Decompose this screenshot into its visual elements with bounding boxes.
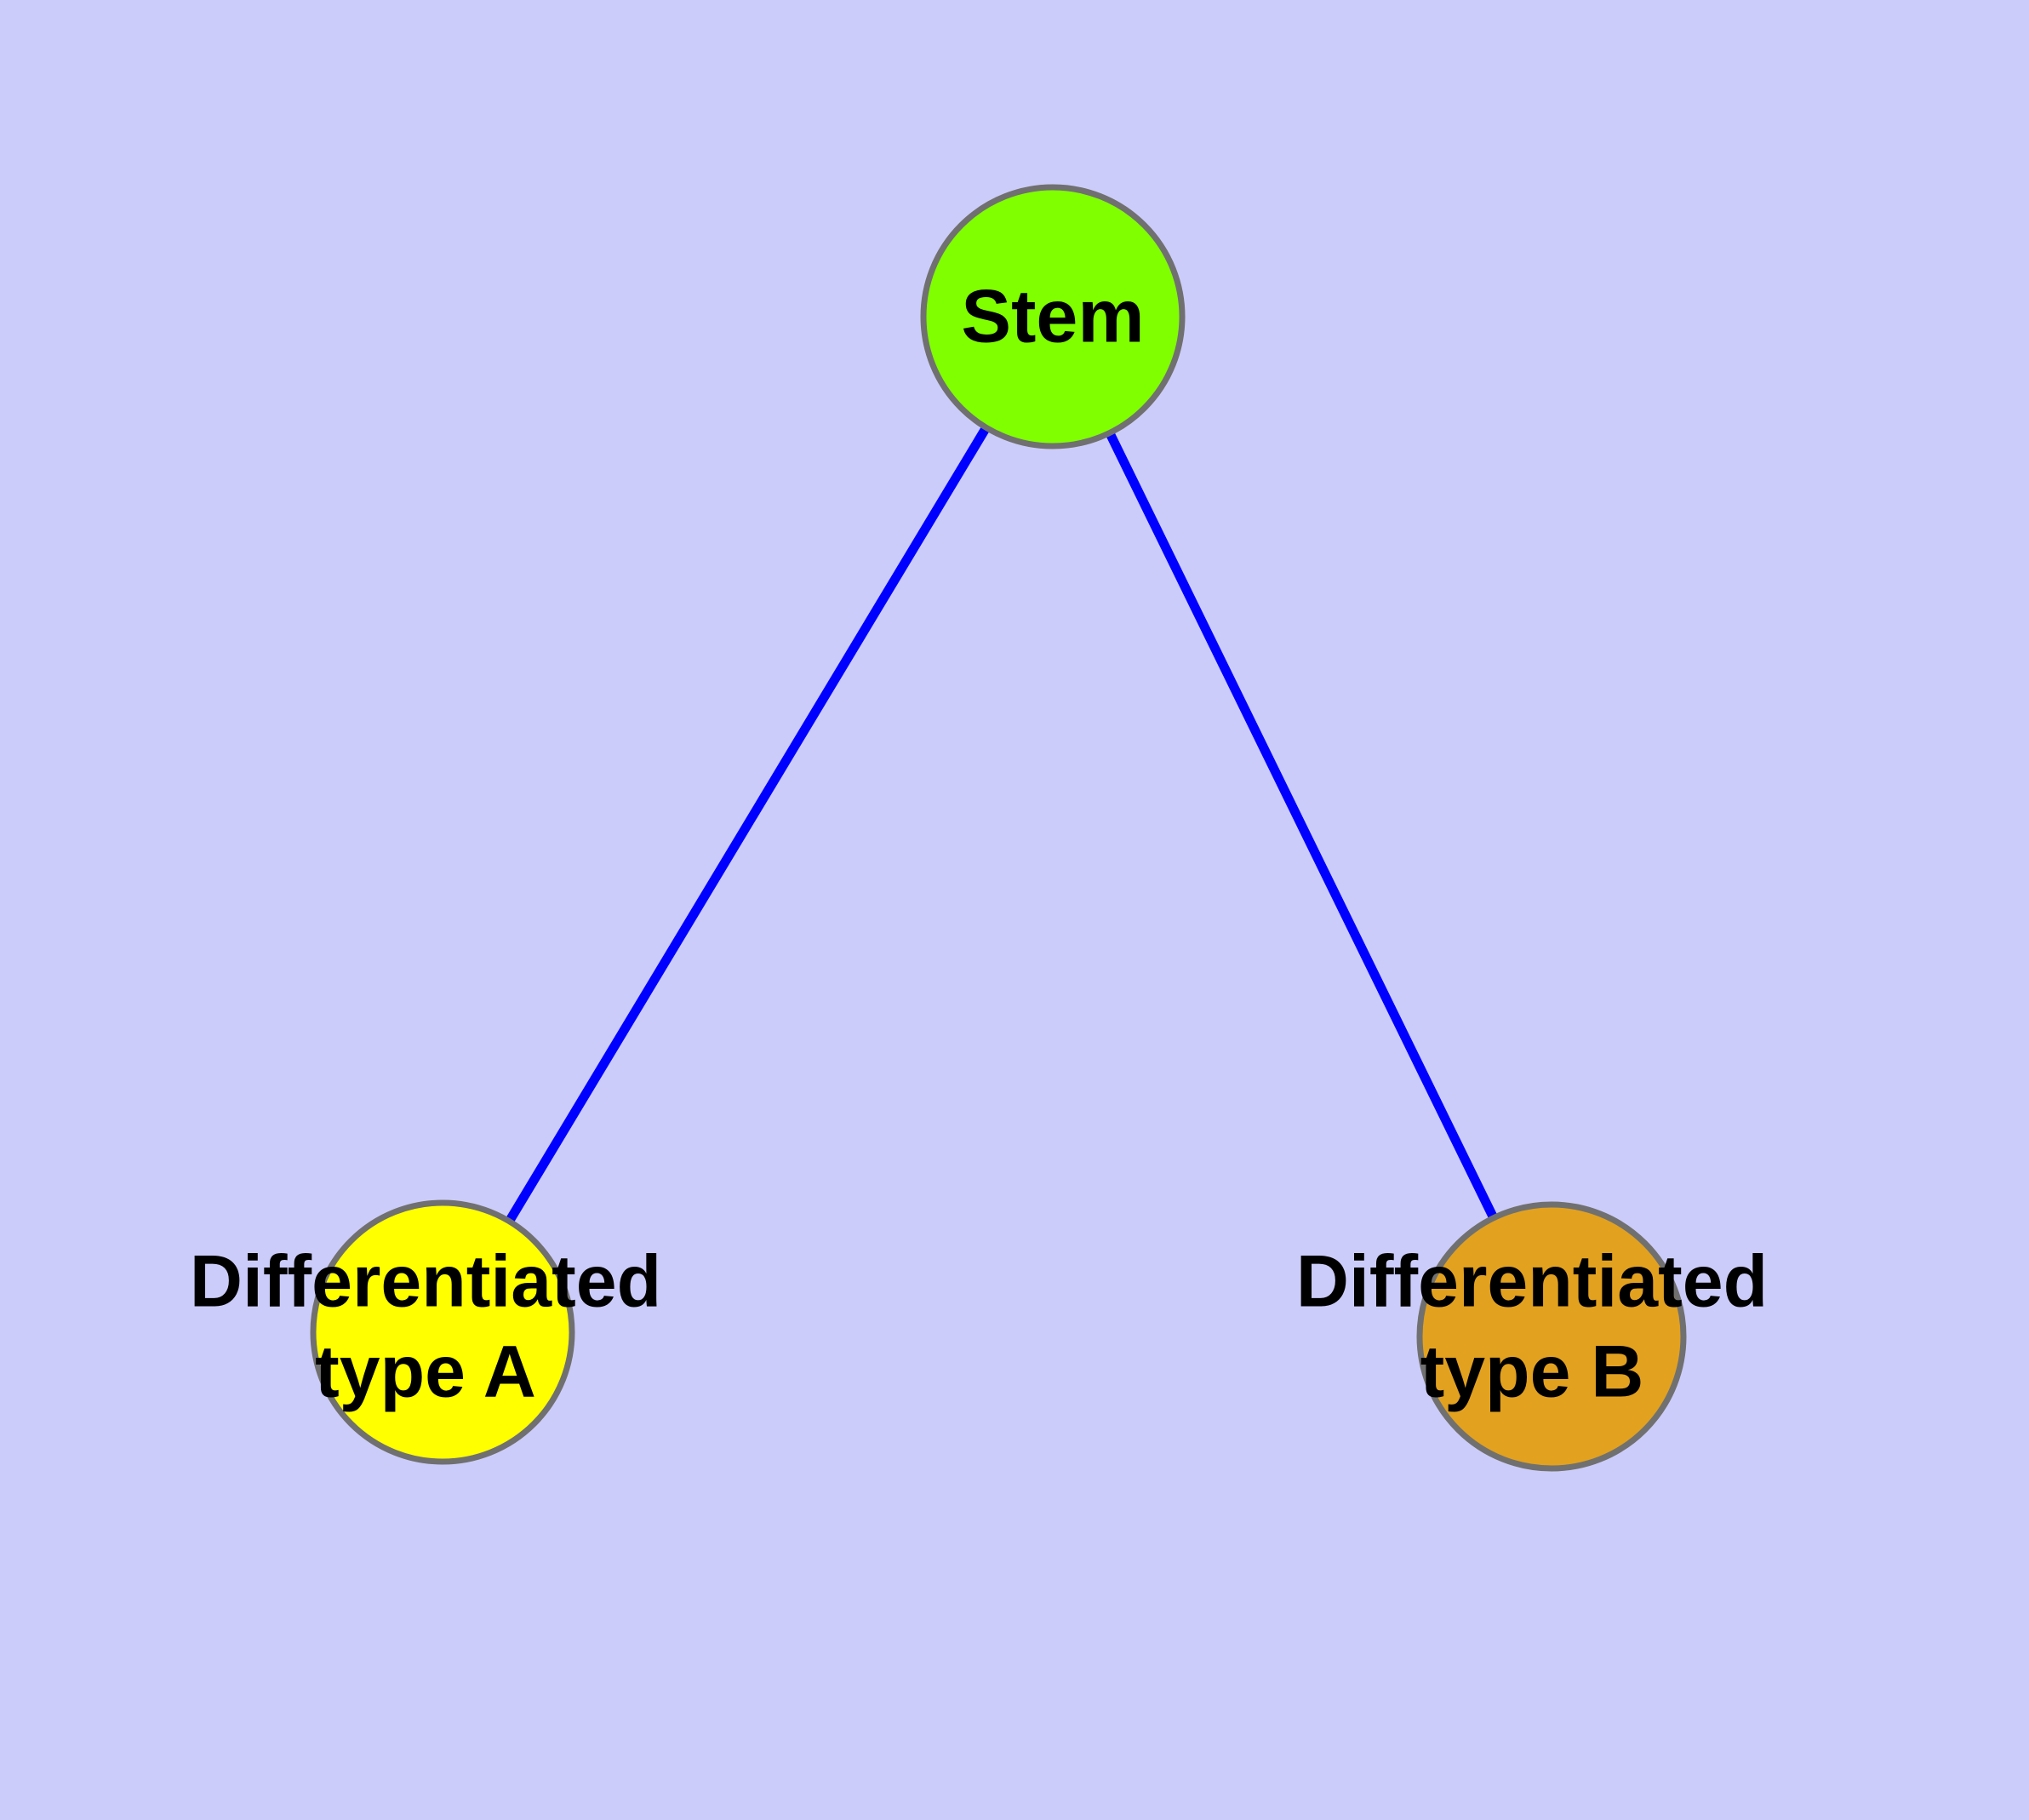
edge-layer	[504, 423, 1499, 1226]
node-label-differentiated-type-b-line1: Differentiated	[1296, 1241, 1768, 1323]
node-differentiated-type-a[interactable]	[310, 1199, 575, 1465]
node-circle-differentiated-type-b[interactable]	[1416, 1201, 1687, 1472]
node-circle-stem[interactable]	[920, 184, 1186, 449]
node-circle-differentiated-type-a[interactable]	[310, 1199, 575, 1465]
node-differentiated-type-b[interactable]	[1416, 1201, 1687, 1472]
node-label-differentiated-type-a-line1: Differentiated	[190, 1241, 661, 1323]
edge-stem-to-differentiated-type-a[interactable]	[504, 423, 992, 1226]
node-layer: Stem Differentiated type A Differentiate…	[190, 184, 1768, 1472]
edge-stem-to-differentiated-type-b[interactable]	[1104, 429, 1499, 1222]
node-stem[interactable]: Stem	[920, 184, 1186, 449]
node-label-differentiated-type-b-line2: type B	[1420, 1331, 1644, 1413]
node-label-stem: Stem	[961, 273, 1144, 358]
node-label-differentiated-type-a-line2: type A	[315, 1331, 536, 1413]
